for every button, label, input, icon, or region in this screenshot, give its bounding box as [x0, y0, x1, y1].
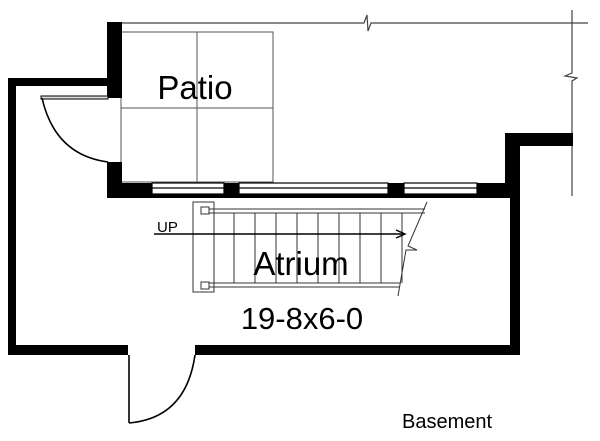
level-label: Basement [402, 411, 492, 433]
patio-grid [120, 31, 274, 183]
room-dimensions-atrium: 19-8x6-0 [241, 301, 363, 336]
property-lines [121, 10, 588, 196]
stair-up-label: UP [157, 219, 178, 236]
room-label-patio: Patio [157, 69, 232, 106]
entry-door [128, 354, 196, 424]
staircase [154, 201, 428, 297]
patio-door [40, 95, 109, 163]
windows [151, 182, 478, 195]
room-label-atrium: Atrium [253, 245, 348, 282]
